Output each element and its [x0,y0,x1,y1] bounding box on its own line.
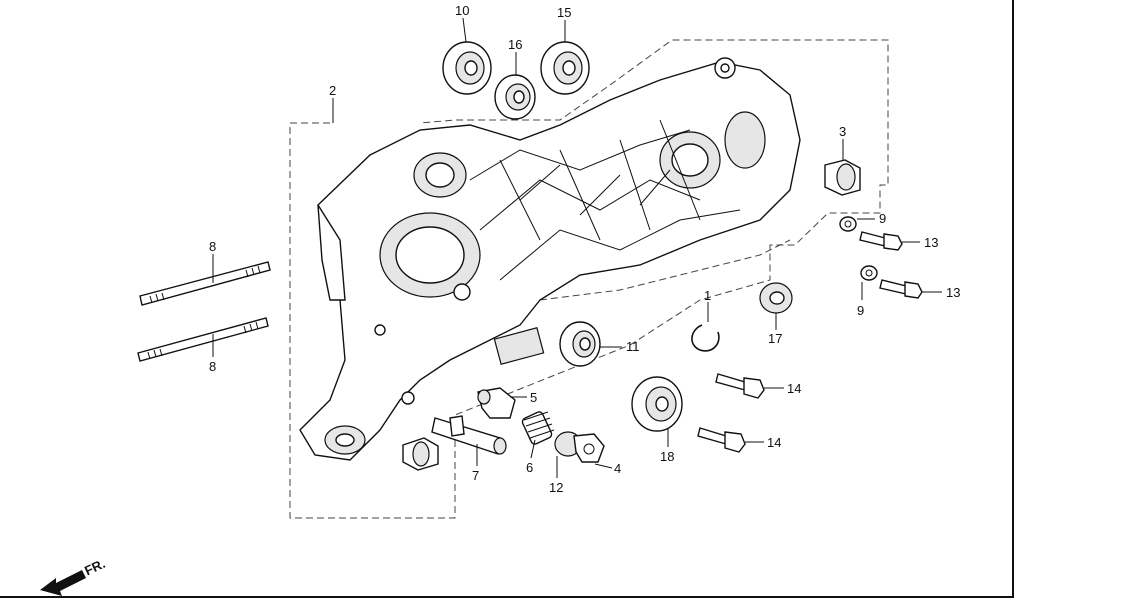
callout-10: 10 [455,3,469,18]
bearing-16 [494,74,536,120]
callout-12: 12 [549,480,563,495]
bearing-15 [540,41,590,95]
stud-bolt-8-upper [139,261,271,306]
washer-9-upper [839,216,857,232]
callout-18: 18 [660,449,674,464]
dowel-pin-5 [477,387,516,419]
stud-bolt-8-lower [137,317,269,362]
collar-3 [824,159,861,196]
callout-4: 4 [614,461,621,476]
callout-13-lower: 13 [946,285,960,300]
callout-9-lower: 9 [857,303,864,318]
callout-3: 3 [839,124,846,139]
assembly-boundary [289,39,889,519]
front-direction-arrow-icon [40,570,86,596]
circlip-1 [691,324,720,352]
crankcase-left [299,57,801,461]
callout-17: 17 [768,331,782,346]
callout-15: 15 [557,5,571,20]
bearing-10 [442,41,492,95]
callout-14-lower: 14 [767,435,781,450]
oil-seal-11 [559,321,601,367]
callout-6: 6 [526,460,533,475]
callout-14-upper: 14 [787,381,801,396]
callout-5: 5 [530,390,537,405]
bolt-14-upper [715,373,765,399]
callout-13-upper: 13 [924,235,938,250]
spring-6 [521,411,555,445]
callout-11: 11 [626,339,640,354]
gasket-dash [539,239,791,301]
callout-16: 16 [508,37,522,52]
callout-1: 1 [704,288,711,303]
bolt-14-lower [697,427,746,453]
callout-8-lower: 8 [209,359,216,374]
bolt-13-upper [859,231,903,251]
oil-seal-17 [759,282,793,314]
callout-2: 2 [329,83,336,98]
callout-7: 7 [472,468,479,483]
bolt-13-lower [879,279,923,299]
bearing-18 [631,376,683,432]
shaft-7 [431,415,507,455]
diagram-frame [0,0,1014,598]
callout-8-upper: 8 [209,239,216,254]
callout-9-upper: 9 [879,211,886,226]
collar-lower [402,437,439,471]
leader-lines [212,17,942,478]
front-direction-label: FR. [82,556,107,578]
washer-9-lower [860,265,878,281]
drain-plug-4 [554,431,605,463]
